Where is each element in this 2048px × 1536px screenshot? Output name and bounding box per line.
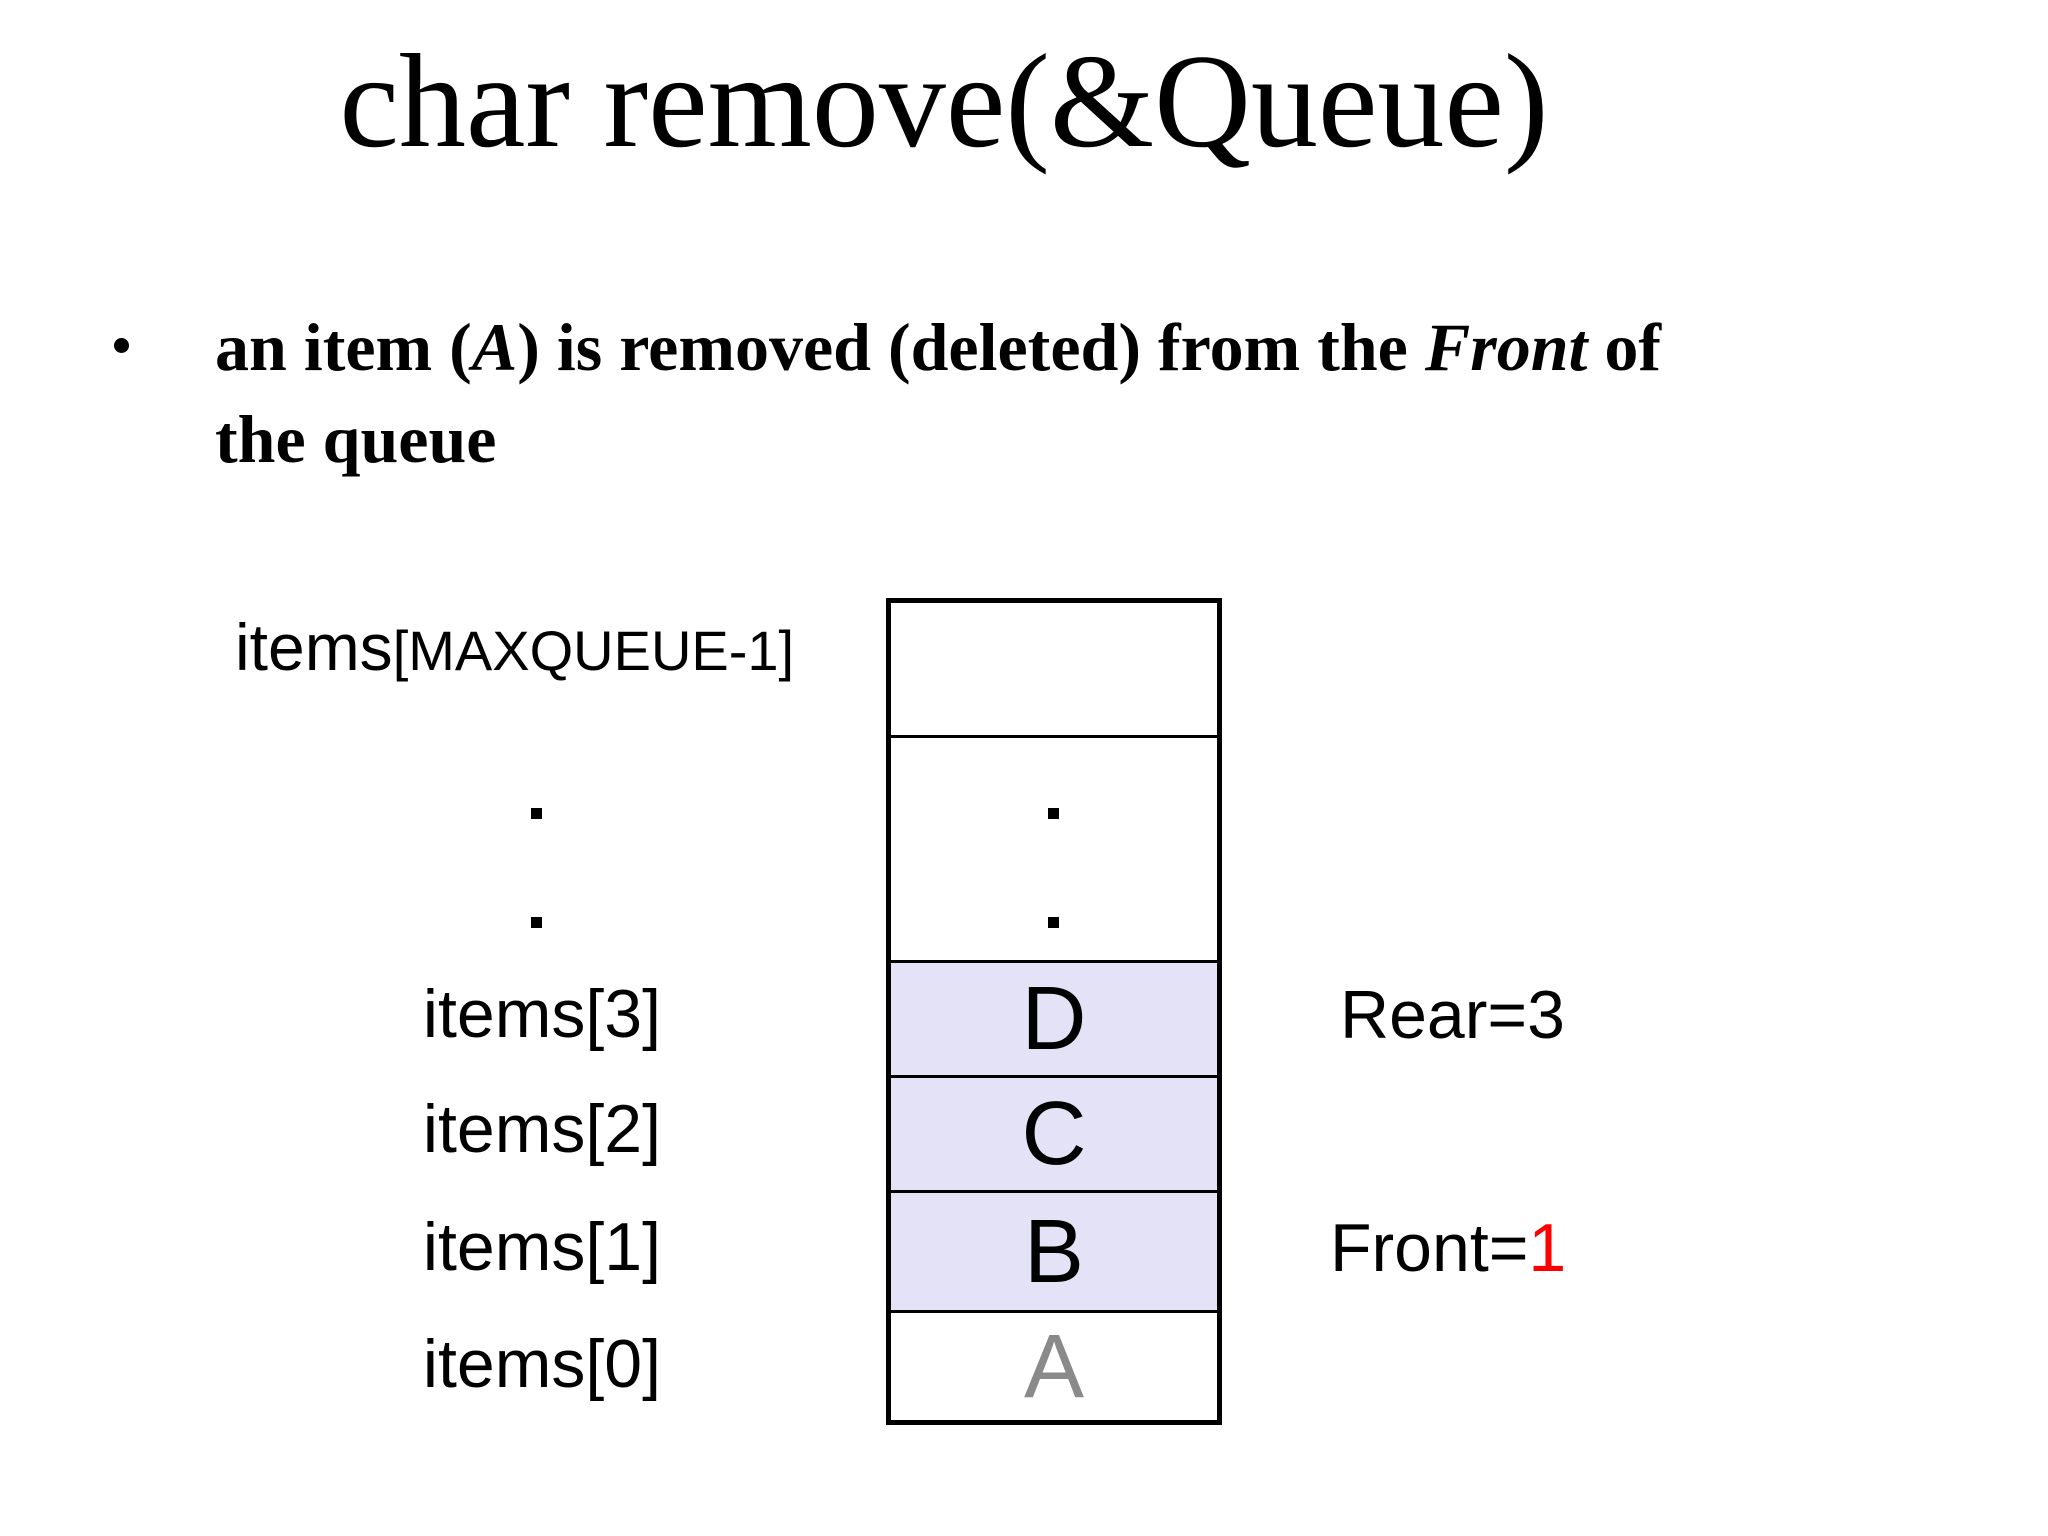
bullet-line-1-pre: an item ( bbox=[215, 309, 472, 385]
vertical-ellipsis-dot bbox=[531, 917, 542, 928]
bullet-icon bbox=[114, 338, 129, 353]
cell-top-empty bbox=[891, 603, 1217, 735]
queue-array-box: D C B A bbox=[886, 598, 1222, 1425]
bullet-line-2: the queue bbox=[215, 401, 497, 477]
row-label-items-2: items[2] bbox=[422, 1091, 661, 1167]
row-label-items-3: items[3] bbox=[422, 976, 661, 1052]
cell-items-0: A bbox=[891, 1310, 1217, 1420]
cell-items-1: B bbox=[891, 1190, 1217, 1310]
item-variable: A bbox=[471, 309, 518, 385]
cell-value-removed: A bbox=[1023, 1316, 1085, 1417]
row-label-items-0: items[0] bbox=[422, 1326, 661, 1402]
front-pointer-text: Front= bbox=[1330, 1210, 1529, 1286]
bullet-line-1-mid: ) is removed (deleted) from the bbox=[517, 309, 1425, 385]
bullet-text: an item (A) is removed (deleted) from th… bbox=[215, 301, 1715, 485]
row-label-items-1: items[1] bbox=[422, 1209, 661, 1285]
front-pointer-value: 1 bbox=[1528, 1210, 1567, 1286]
cell-items-3: D bbox=[891, 960, 1217, 1075]
bullet-line-1-post: of bbox=[1587, 309, 1662, 385]
array-name: items bbox=[235, 610, 393, 684]
cell-value: C bbox=[1021, 1084, 1087, 1184]
cell-ellipsis bbox=[891, 735, 1217, 960]
cell-items-2: C bbox=[891, 1075, 1217, 1190]
cell-value: B bbox=[1023, 1201, 1085, 1302]
cell-value: D bbox=[1021, 969, 1087, 1069]
front-word: Front bbox=[1424, 309, 1588, 385]
front-pointer-label: Front=1 bbox=[1330, 1214, 1566, 1282]
vertical-ellipsis-dot bbox=[1048, 917, 1059, 928]
array-max-index: [MAXQUEUE-1] bbox=[392, 619, 795, 682]
bullet-line-1: an item (A) is removed (deleted) from th… bbox=[215, 301, 1715, 393]
vertical-ellipsis-dot bbox=[1048, 808, 1059, 819]
rear-pointer-label: Rear=3 bbox=[1340, 977, 1565, 1053]
array-max-label: items[MAXQUEUE-1] bbox=[235, 612, 794, 701]
vertical-ellipsis-dot bbox=[531, 808, 542, 819]
page-title: char remove(&Queue) bbox=[339, 27, 1549, 175]
